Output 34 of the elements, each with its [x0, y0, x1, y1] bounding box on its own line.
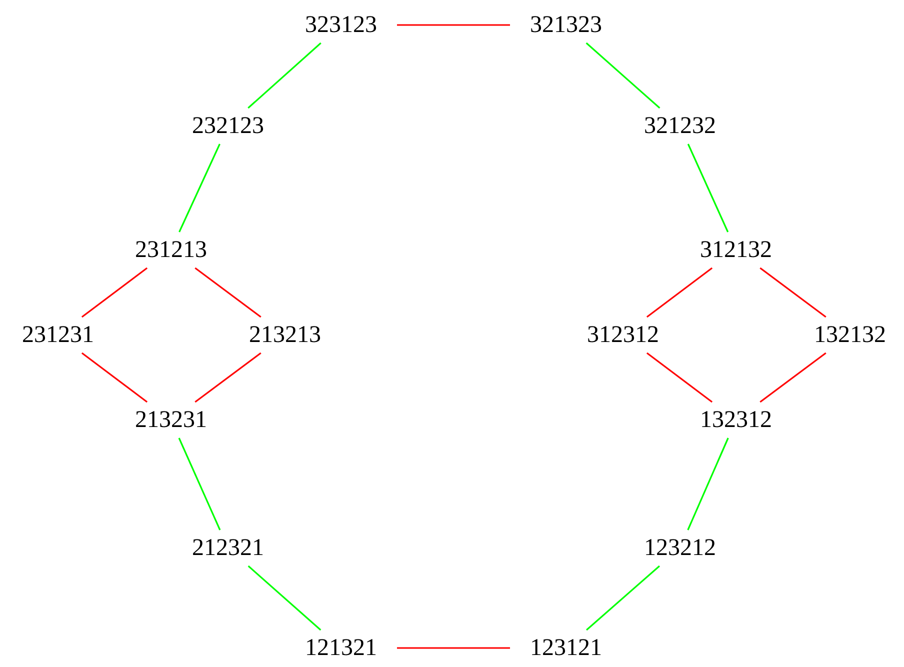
connector-line — [760, 267, 826, 318]
connector-line — [760, 352, 826, 403]
connector-line — [178, 438, 221, 530]
node-label: 312132 — [700, 236, 772, 264]
node-label: 213231 — [135, 406, 207, 434]
node-label: 312312 — [587, 322, 659, 348]
node-label: 213213 — [249, 322, 321, 348]
connector-line — [248, 565, 322, 631]
connector-line — [81, 352, 148, 403]
node-label: 132132 — [814, 322, 886, 348]
node-label: 212321 — [192, 534, 264, 562]
connector-line — [586, 565, 660, 631]
node-label: 321232 — [644, 112, 716, 140]
node-label: 231231 — [22, 322, 94, 348]
node-label: 132312 — [700, 406, 772, 434]
connector-line — [194, 267, 262, 318]
connector-line — [194, 352, 262, 403]
connector-line — [586, 42, 660, 109]
node-label: 123121 — [530, 634, 602, 662]
connector-line — [687, 144, 729, 232]
connector-line — [397, 647, 510, 649]
connector-line — [178, 144, 220, 232]
connector-line — [397, 24, 510, 26]
node-label: 121321 — [305, 634, 377, 662]
connector-line — [646, 352, 713, 403]
node-label: 232123 — [192, 112, 264, 140]
node-label: 323123 — [305, 12, 377, 38]
connector-line — [687, 438, 729, 530]
connector-line — [646, 267, 713, 318]
node-label: 321323 — [530, 12, 602, 38]
connector-line — [81, 267, 148, 318]
connector-line — [248, 42, 322, 109]
node-label: 123212 — [644, 534, 716, 562]
node-label: 231213 — [135, 236, 207, 264]
